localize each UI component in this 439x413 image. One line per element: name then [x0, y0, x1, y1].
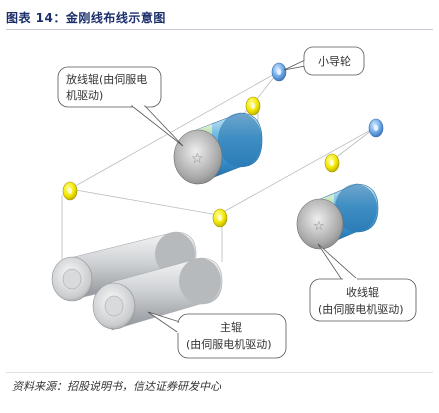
takeup-roller-label-line2: (由伺服电机驱动): [318, 302, 404, 316]
source-divider: [6, 372, 433, 373]
guide-wheel-yellow-top: [245, 96, 261, 116]
spool-star-mark: ☆: [313, 219, 325, 234]
small-guide-wheel-label: 小导轮: [318, 54, 351, 68]
callout-payoff-roller: 放线辊(由伺服电 机驱动): [57, 66, 184, 147]
payoff-roller-label-line1: 放线辊(由伺服电: [66, 72, 147, 86]
guide-wheel-blue-top: [271, 62, 287, 82]
main-roller-label-line1: 主辊: [220, 320, 242, 334]
guide-wheel-yellow-left: [62, 181, 78, 201]
takeup-spool: ☆: [296, 183, 379, 250]
guide-wheel-blue-right: [368, 118, 384, 138]
figure-title: 图表 14：金刚线布线示意图: [6, 11, 166, 25]
takeup-roller-label-line1: 收线辊: [346, 285, 379, 299]
callout-main-roller: 主辊 (由伺服电机驱动): [147, 311, 287, 359]
main-roller-back: [51, 231, 197, 302]
callout-takeup-roller: 收线辊 (由伺服电机驱动): [309, 243, 417, 322]
title-divider: [6, 29, 433, 30]
guide-wheel-yellow-right: [324, 153, 340, 173]
figure-source: 资料来源：招股说明书，信达证券研发中心: [12, 380, 221, 393]
main-roller-front: [92, 257, 223, 331]
main-roller-label-line2: (由伺服电机驱动): [186, 337, 272, 351]
callout-small-guide-wheel: 小导轮: [283, 46, 365, 76]
guide-wheel-yellow-middle: [212, 208, 228, 228]
payoff-roller-label-line2: 机驱动): [66, 88, 103, 102]
payoff-spool: ☆: [173, 112, 263, 185]
spool-star-mark: ☆: [191, 151, 204, 167]
